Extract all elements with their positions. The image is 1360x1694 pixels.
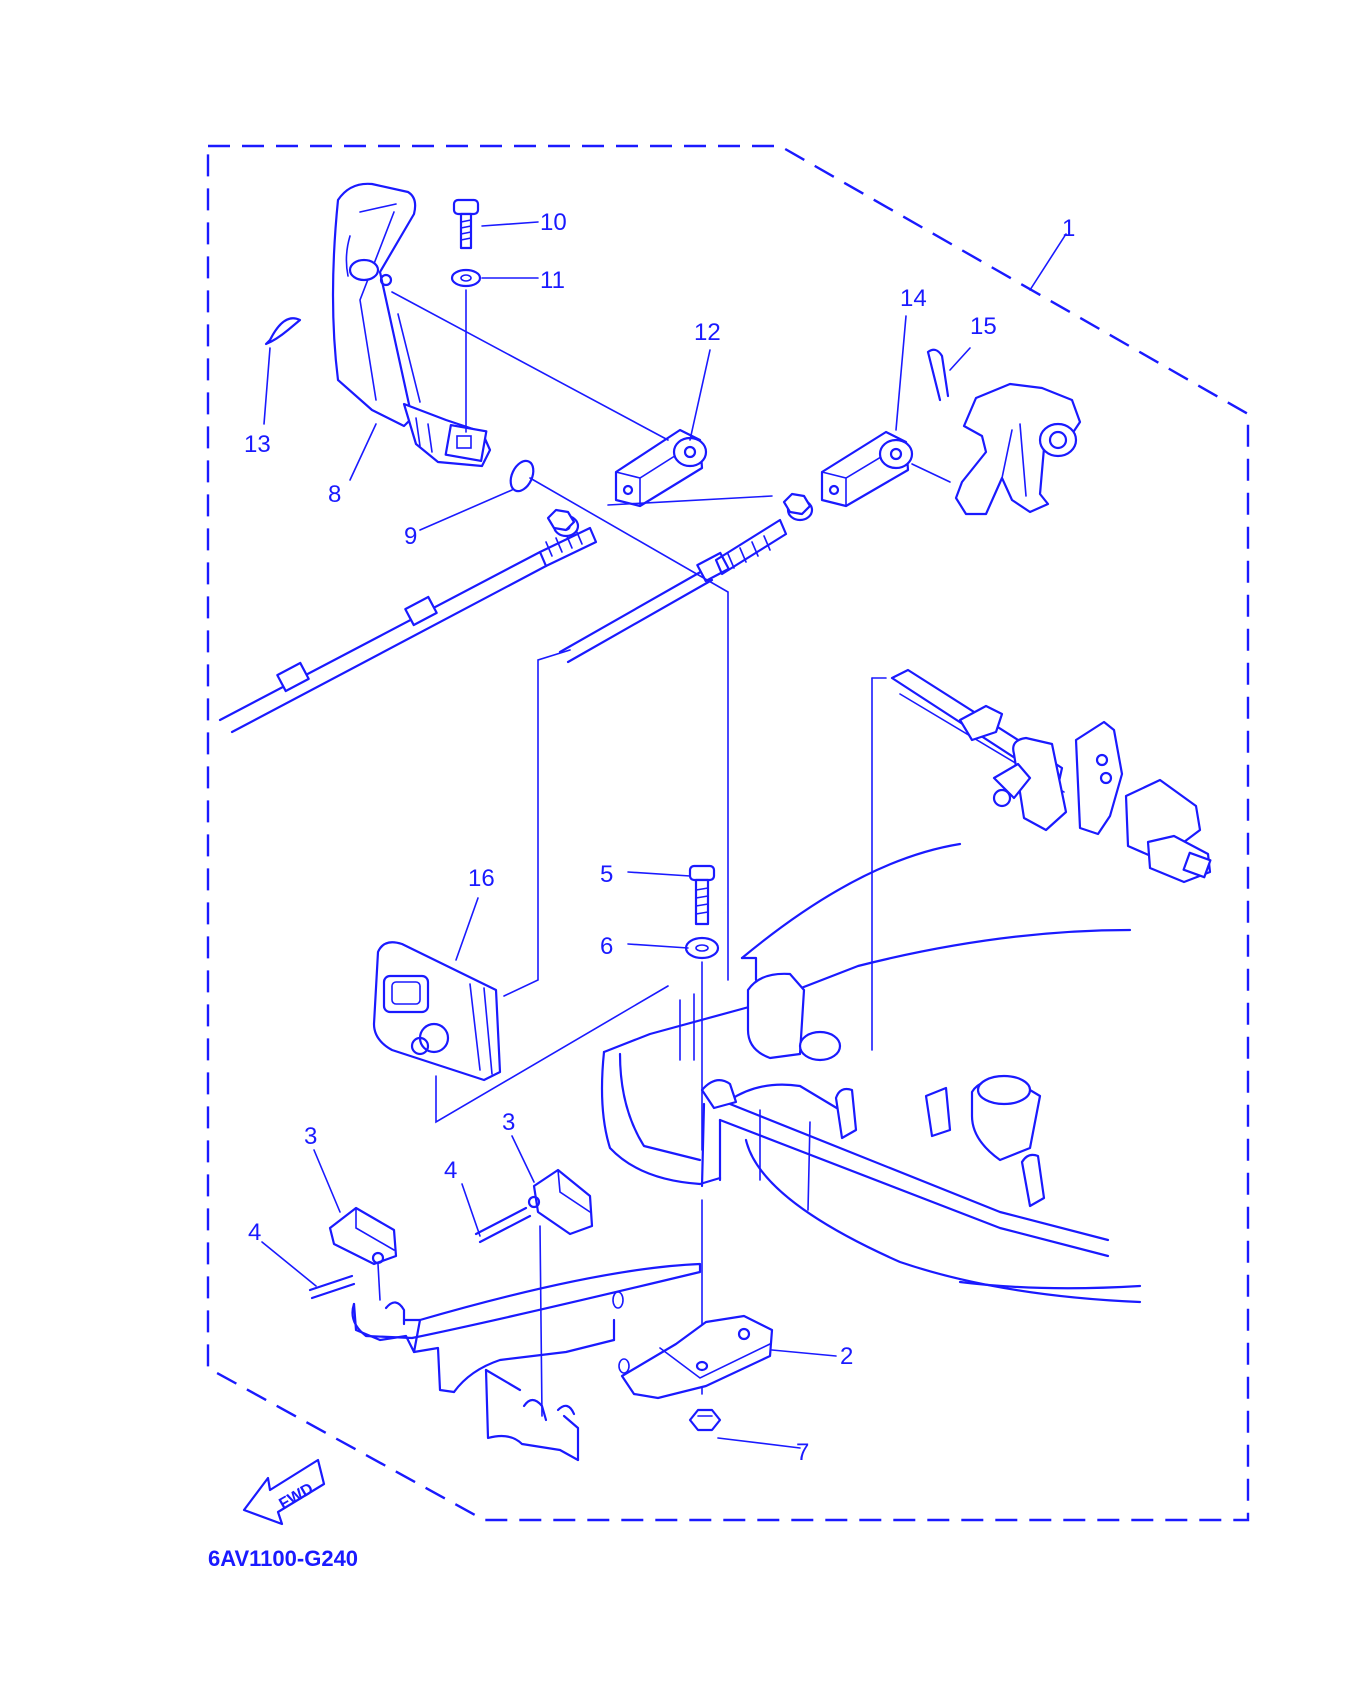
cable-holder-bracket [351, 1262, 702, 1462]
callout-7: 7 [796, 1439, 809, 1466]
callout-15: 15 [970, 313, 997, 340]
grommet-16 [372, 941, 669, 1124]
nut-7 [688, 1408, 722, 1432]
callout-9: 9 [404, 523, 417, 550]
nut-cable-right [782, 492, 812, 516]
callout-4-right: 4 [444, 1157, 457, 1184]
callout-4-left: 4 [248, 1219, 261, 1246]
callout-6: 6 [600, 933, 613, 960]
bolt-10 [452, 198, 480, 250]
cable-clamp-3-left [328, 1206, 398, 1266]
cable-joint-14 [820, 430, 914, 508]
pin-4-left [308, 1274, 354, 1292]
callout-1: 1 [1062, 215, 1075, 242]
hairpin-clip-13 [264, 317, 302, 346]
cable-clamp-3-right [527, 1168, 594, 1236]
callout-5: 5 [600, 861, 613, 888]
callout-3-left: 3 [304, 1123, 317, 1150]
callout-10: 10 [540, 209, 567, 236]
callout-11: 11 [540, 267, 565, 294]
o-ring-9 [509, 459, 535, 493]
washer-6 [684, 936, 720, 960]
assembly-boundary [206, 144, 1250, 1522]
hairpin-clip-15 [926, 348, 950, 402]
callout-16: 16 [468, 865, 495, 892]
callout-2: 2 [840, 1343, 853, 1370]
cable-joint-12 [614, 428, 708, 508]
drawing-code: 6AV1100-G240 [208, 1546, 358, 1571]
nut-cable-left [546, 508, 576, 532]
throttle-cable-upper [558, 498, 814, 664]
callout-13: 13 [244, 431, 271, 458]
fwd-arrow-icon: FWD [242, 1458, 326, 1526]
callout-12: 12 [694, 319, 721, 346]
bracket-plate-2 [620, 1314, 774, 1400]
washer-11 [450, 268, 482, 288]
bolt-5 [688, 864, 716, 926]
callout-8: 8 [328, 481, 341, 508]
control-bracket-lever [954, 382, 1082, 516]
bottom-cowling [600, 842, 1142, 1304]
callout-3-right: 3 [502, 1109, 515, 1136]
shift-shaft-assembly [871, 668, 1212, 1051]
shift-lever-handle [331, 182, 492, 468]
pin-4-right [474, 1206, 528, 1236]
callout-14: 14 [900, 285, 927, 312]
